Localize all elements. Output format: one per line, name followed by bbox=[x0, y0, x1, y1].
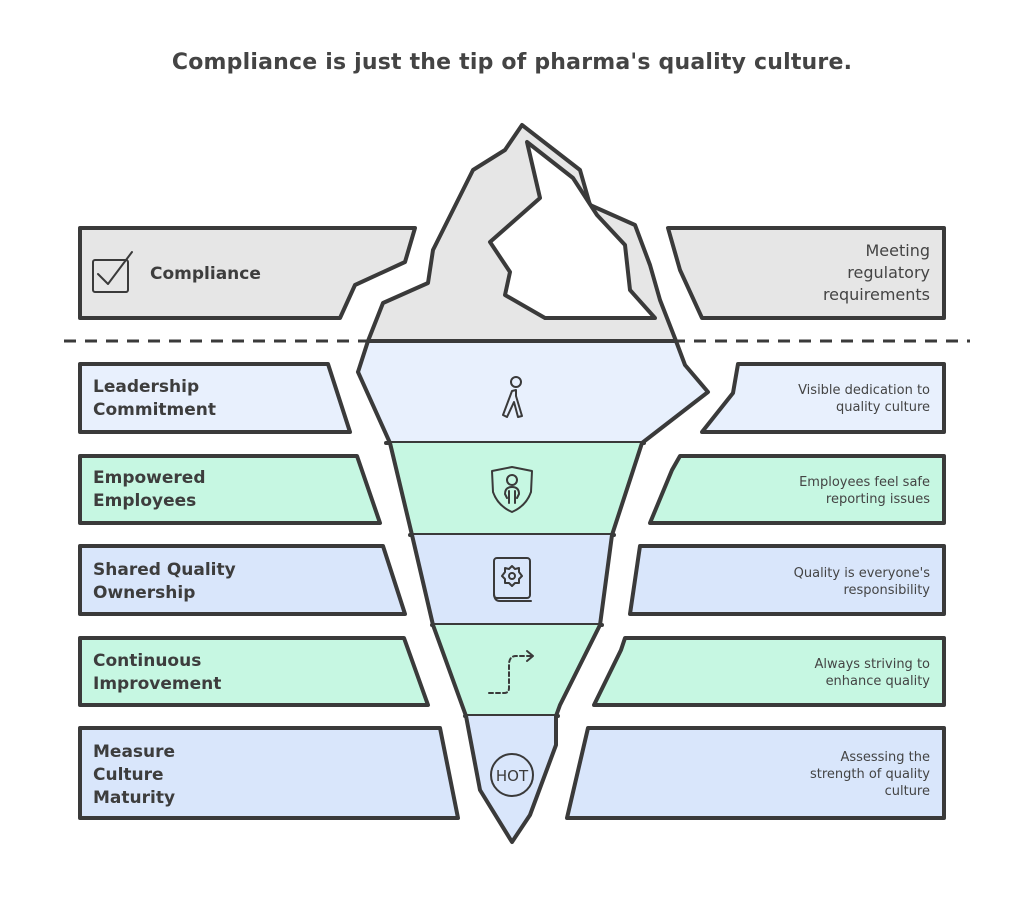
compliance-label: Compliance bbox=[150, 264, 261, 284]
iceberg-tip bbox=[366, 123, 678, 343]
layer-description-continuous-improvement: Always striving to enhance quality bbox=[814, 657, 930, 689]
layer-right-panel bbox=[592, 636, 946, 707]
layer-label-continuous-improvement: Continuous Improvement bbox=[93, 651, 222, 694]
compliance-left-panel bbox=[78, 226, 417, 320]
hot-badge-text: HOT bbox=[496, 767, 529, 785]
checkbox-check-icon bbox=[92, 251, 133, 293]
layer-label-empowered: Empowered Employees bbox=[93, 468, 206, 511]
layer-description-leadership: Visible dedication to quality culture bbox=[798, 383, 930, 415]
layer-description-empowered: Employees feel safe reporting issues bbox=[799, 475, 930, 507]
layer-left-panel bbox=[78, 636, 430, 707]
hot-badge-icon: HOT bbox=[490, 753, 534, 797]
layer-left-panel bbox=[78, 454, 382, 525]
compliance-right-panel bbox=[666, 226, 946, 320]
iceberg-layer-4 bbox=[431, 623, 602, 718]
walking-person-icon bbox=[502, 376, 523, 418]
layer-description-shared-ownership: Quality is everyone's responsibility bbox=[793, 566, 930, 598]
iceberg-layer-5 bbox=[464, 714, 558, 844]
diagram-title: Compliance is just the tip of pharma's q… bbox=[171, 50, 853, 75]
layer-right-panel bbox=[628, 544, 946, 616]
layer-description-measure-maturity: Assessing the strength of quality cultur… bbox=[809, 750, 930, 799]
layer-right-panel bbox=[700, 362, 946, 434]
layer-left-panel bbox=[78, 726, 460, 820]
layer-left-panel bbox=[78, 362, 352, 434]
layer-label-leadership: Leadership Commitment bbox=[93, 377, 217, 420]
compliance-description: Meeting regulatory requirements bbox=[822, 241, 930, 304]
iceberg-layer-1 bbox=[356, 339, 710, 445]
layer-right-panel bbox=[565, 726, 946, 820]
layer-right-panel bbox=[648, 454, 946, 525]
dashed-path-arrow-icon bbox=[488, 650, 534, 694]
gear-book-icon bbox=[493, 557, 532, 602]
layer-left-panel bbox=[78, 544, 407, 616]
layer-label-shared-ownership: Shared Quality Ownership bbox=[93, 560, 236, 603]
shield-person-icon bbox=[491, 466, 533, 513]
layer-label-measure-maturity: Measure Culture Maturity bbox=[93, 742, 176, 808]
